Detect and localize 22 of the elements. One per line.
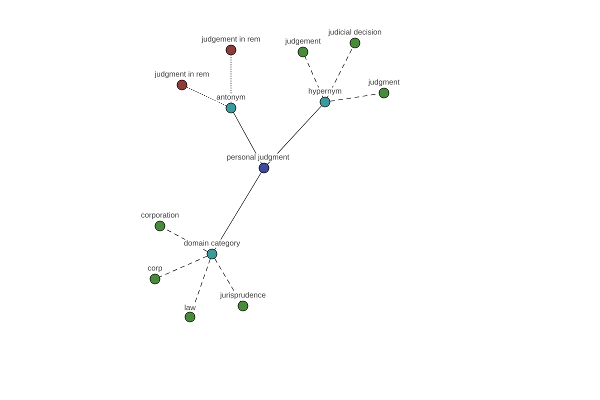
connector-line [214, 172, 262, 250]
node-dot [150, 274, 160, 284]
node-dot [320, 96, 330, 108]
connector-line [327, 47, 353, 98]
node-dot [258, 162, 270, 174]
node-dot [184, 312, 196, 322]
node-dot [298, 46, 308, 58]
node-dot [350, 38, 360, 48]
connector-line [230, 55, 232, 103]
node-dot [226, 44, 236, 56]
connector-line [186, 86, 226, 106]
connector-line [160, 256, 208, 278]
node-dot [238, 300, 248, 312]
node-dot [176, 80, 188, 90]
node-dot [206, 248, 218, 260]
connector-line [191, 258, 211, 312]
node-dot [378, 88, 390, 98]
connector-line [214, 258, 241, 302]
node-dot [226, 102, 236, 114]
connector-line [330, 94, 380, 102]
connector-line [304, 56, 324, 98]
node-dot [154, 220, 166, 232]
